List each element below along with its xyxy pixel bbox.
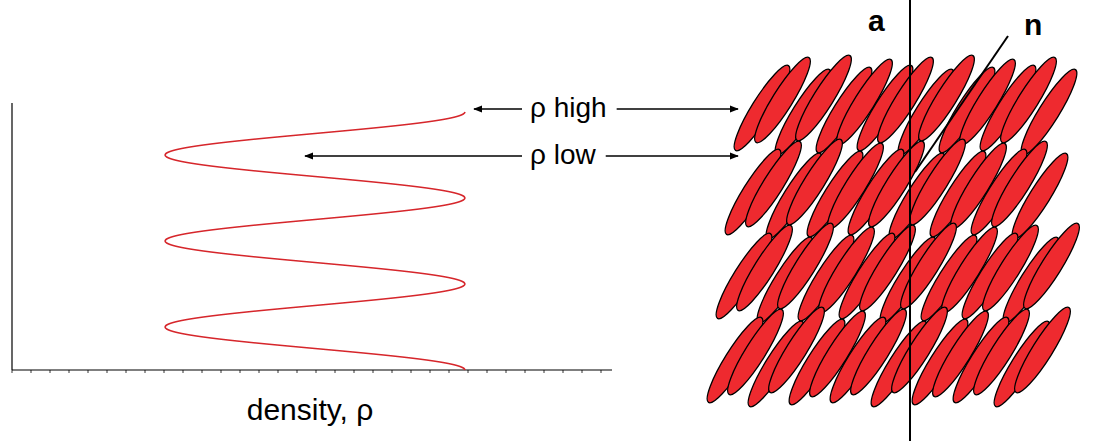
axis-tick — [525, 370, 526, 373]
axis-tick — [354, 370, 355, 373]
density-wave — [165, 112, 465, 370]
pointer-arrow — [474, 108, 522, 109]
axis-tick — [69, 370, 70, 373]
director-line — [915, 36, 1008, 172]
axis-tick — [411, 370, 412, 373]
pointer-arrows — [305, 109, 738, 156]
molecule — [1005, 148, 1075, 243]
axis-tick — [126, 370, 127, 373]
axis-tick — [487, 370, 488, 373]
axis-tick — [563, 370, 564, 373]
axis-tick — [259, 370, 260, 373]
pointer-arrow — [617, 108, 738, 109]
level-label: ρ high — [530, 94, 607, 122]
level-label: ρ low — [530, 141, 596, 169]
horizontal-axis — [12, 369, 612, 370]
axis-tick — [297, 370, 298, 373]
axis-title: density, ρ — [247, 395, 374, 425]
axis-tick — [12, 370, 13, 373]
axis-tick — [50, 370, 51, 373]
axis-tick — [392, 370, 393, 373]
axis-tick — [601, 370, 602, 373]
vertical-axis — [11, 103, 12, 370]
pointer-arrow — [606, 155, 738, 156]
density-curve — [165, 112, 465, 370]
axis-tick — [544, 370, 545, 373]
axis-tick — [506, 370, 507, 373]
axis-tick — [373, 370, 374, 373]
molecule — [1014, 64, 1084, 159]
layer-normal-line — [909, 0, 911, 441]
axis-tick — [278, 370, 279, 373]
axis-tick — [183, 370, 184, 373]
axis-tick — [430, 370, 431, 373]
axis-tick — [145, 370, 146, 373]
axis-ticks — [12, 370, 601, 373]
axis-tick — [164, 370, 165, 373]
axis-tick — [449, 370, 450, 373]
axis-tick — [202, 370, 203, 373]
axis-letter: n — [1024, 10, 1042, 40]
axis-letter: a — [868, 6, 885, 36]
molecule — [1017, 218, 1087, 313]
axis-tick — [316, 370, 317, 373]
axis-tick — [221, 370, 222, 373]
axis-tick — [88, 370, 89, 373]
axis-tick — [335, 370, 336, 373]
axis-tick — [240, 370, 241, 373]
pointer-arrow — [305, 155, 522, 156]
axis-tick — [107, 370, 108, 373]
molecule-layers — [700, 50, 1086, 411]
molecule — [1008, 302, 1078, 397]
axis-tick — [582, 370, 583, 373]
axis-tick — [468, 370, 469, 373]
axis-tick — [31, 370, 32, 373]
